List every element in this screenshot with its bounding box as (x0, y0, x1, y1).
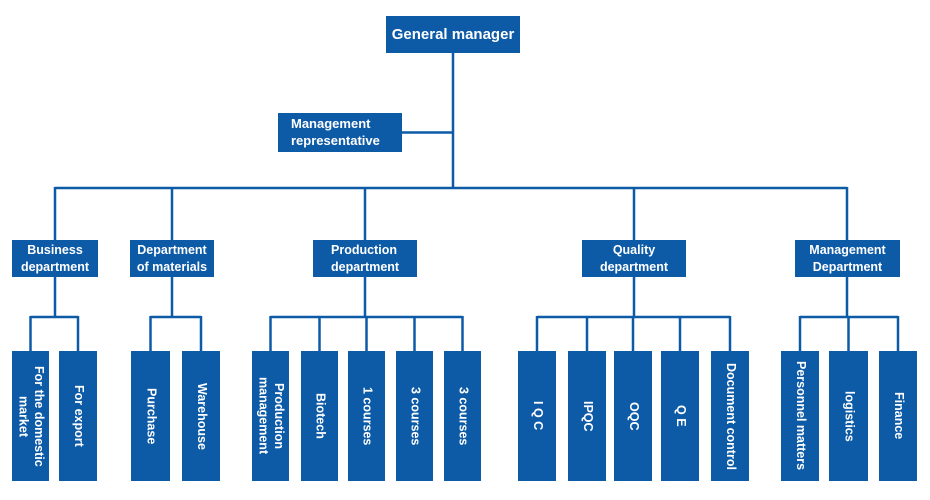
node-finance: Finance (879, 351, 917, 481)
node-label: For export (71, 385, 86, 447)
node-label: Management representative (291, 115, 380, 148)
node-label: Document control (723, 362, 738, 470)
node-label: Finance (891, 392, 906, 440)
node-management-department: Management Department (795, 240, 900, 277)
node-department-of-materials: Department of materials (130, 240, 214, 277)
node-label: Biotech (313, 393, 328, 439)
node-quality-department: Quality department (582, 240, 686, 277)
node-1-courses: 1 courses (348, 351, 385, 481)
node-biotech: Biotech (301, 351, 338, 481)
node-for-the-domestic-market: For the domestic market (12, 351, 49, 481)
node-label: Personnel matters (793, 361, 808, 471)
node-label: General manager (391, 26, 515, 43)
node-oqc: OQC (614, 351, 652, 481)
node-label: Q E (673, 405, 688, 427)
node-qe: Q E (661, 351, 699, 481)
node-label: Department of materials (136, 243, 208, 274)
node-production-department: Production department (313, 240, 417, 277)
node-management-representative: Management representative (278, 113, 402, 152)
node-3-courses-b: 3 courses (444, 351, 481, 481)
node-3-courses-a: 3 courses (396, 351, 433, 481)
node-label: logistics (842, 390, 857, 442)
node-label: I Q C (530, 401, 545, 431)
node-label: Purchase (144, 387, 159, 445)
node-general-manager: General manager (386, 16, 520, 53)
node-label: Warehouse (194, 382, 209, 450)
node-for-export: For export (59, 351, 97, 481)
node-label: OQC (626, 401, 641, 431)
node-iqc: I Q C (518, 351, 556, 481)
node-logistics: logistics (829, 351, 868, 481)
node-label: Production management (256, 377, 287, 455)
node-label: Management Department (809, 243, 886, 274)
node-personnel-matters: Personnel matters (781, 351, 819, 481)
node-label: 3 courses (456, 386, 471, 446)
node-document-control: Document control (711, 351, 749, 481)
node-label: 3 courses (408, 386, 423, 446)
node-purchase: Purchase (131, 351, 170, 481)
node-business-department: Business department (12, 240, 98, 277)
node-label: Production department (331, 243, 400, 274)
node-label: Quality department (599, 243, 669, 274)
node-label: For the domestic market (16, 365, 47, 467)
node-label: Business department (20, 243, 90, 274)
node-label: 1 courses (360, 386, 375, 446)
node-ipqc: IPQC (568, 351, 606, 481)
node-label: IPQC (580, 400, 595, 432)
node-production-management: Production management (252, 351, 289, 481)
node-warehouse: Warehouse (182, 351, 220, 481)
